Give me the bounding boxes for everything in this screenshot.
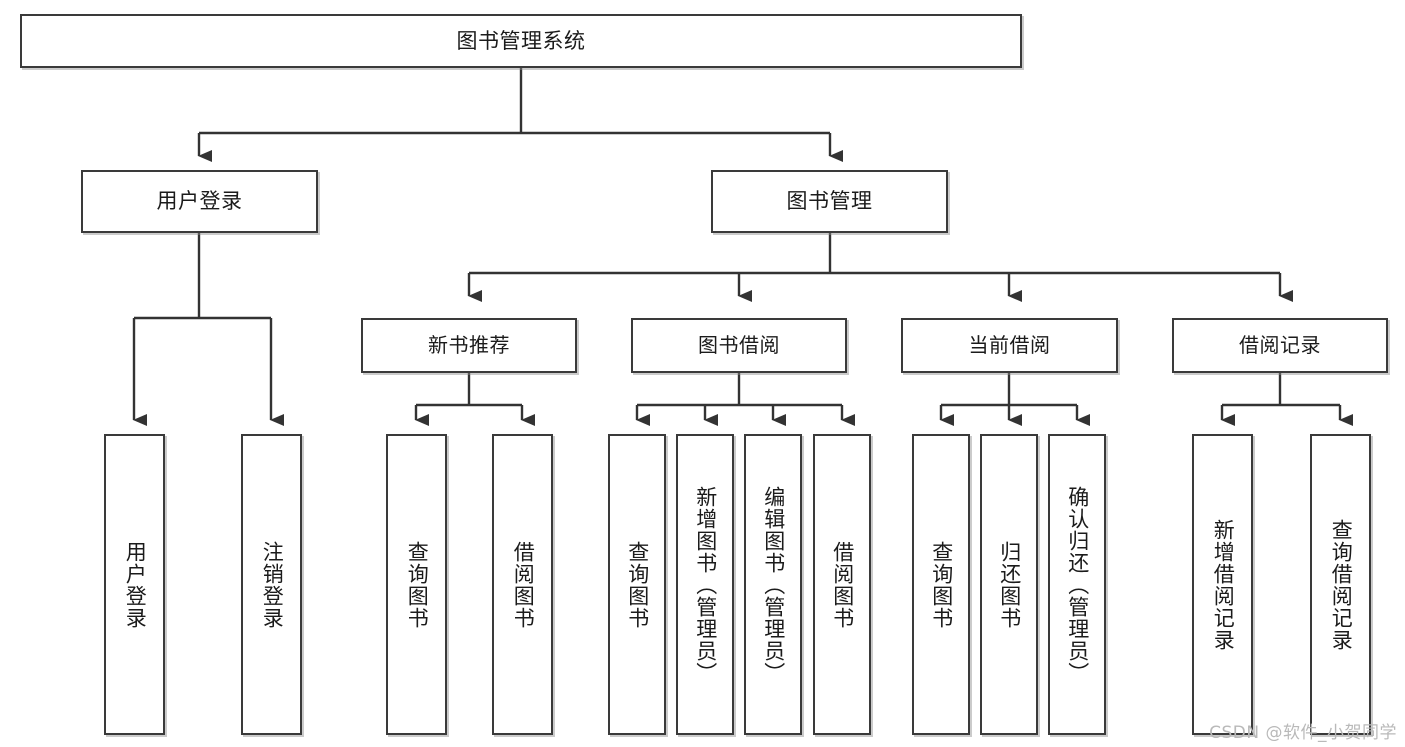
node-book-management[interactable]: 图书管理 [711, 170, 948, 233]
leaf-confirm-return-admin[interactable]: 确认归还（管理员） [1048, 434, 1106, 735]
node-root-system[interactable]: 图书管理系统 [20, 14, 1022, 68]
leaf-add-book-admin[interactable]: 新增图书（管理员） [676, 434, 734, 735]
node-label: 确认归还（管理员） [1065, 485, 1090, 684]
leaf-user-login[interactable]: 用户登录 [104, 434, 165, 735]
node-label: 图书管理系统 [456, 28, 586, 53]
leaf-query-book-borrow[interactable]: 查询图书 [608, 434, 666, 735]
node-label: 编辑图书（管理员） [761, 485, 786, 684]
node-borrow-record[interactable]: 借阅记录 [1172, 318, 1388, 373]
node-label: 借阅记录 [1239, 332, 1321, 357]
leaf-borrow-book-new[interactable]: 借阅图书 [492, 434, 553, 735]
node-label: 新增借阅记录 [1211, 518, 1236, 651]
node-label: 当前借阅 [968, 332, 1051, 357]
node-label: 查询图书 [405, 540, 430, 629]
watermark: CSDN @软件_小贺同学 [1209, 723, 1397, 743]
node-label: 归还图书 [997, 540, 1022, 629]
node-user-login[interactable]: 用户登录 [81, 170, 318, 233]
leaf-query-borrow-record[interactable]: 查询借阅记录 [1310, 434, 1371, 735]
leaf-return-book[interactable]: 归还图书 [980, 434, 1038, 735]
node-current-borrow[interactable]: 当前借阅 [901, 318, 1118, 373]
node-label: 查询图书 [929, 540, 954, 629]
node-label: 用户登录 [156, 189, 243, 214]
leaf-borrow-book[interactable]: 借阅图书 [813, 434, 871, 735]
leaf-query-book-current[interactable]: 查询图书 [912, 434, 970, 735]
node-label: 新增图书（管理员） [693, 485, 718, 684]
node-label: 注销登录 [260, 540, 285, 629]
node-label: 查询图书 [625, 540, 650, 629]
node-book-borrow[interactable]: 图书借阅 [631, 318, 847, 373]
node-label: 借阅图书 [830, 540, 855, 629]
node-new-book-recommend[interactable]: 新书推荐 [361, 318, 577, 373]
node-label: 图书管理 [786, 189, 873, 214]
node-label: 新书推荐 [428, 332, 510, 357]
leaf-query-book-new[interactable]: 查询图书 [386, 434, 447, 735]
node-label: 查询借阅记录 [1329, 518, 1354, 651]
node-label: 借阅图书 [511, 540, 536, 629]
leaf-add-borrow-record[interactable]: 新增借阅记录 [1192, 434, 1253, 735]
leaf-logout[interactable]: 注销登录 [241, 434, 302, 735]
leaf-edit-book-admin[interactable]: 编辑图书（管理员） [744, 434, 802, 735]
node-label: 用户登录 [123, 540, 148, 629]
node-label: 图书借阅 [698, 332, 780, 357]
